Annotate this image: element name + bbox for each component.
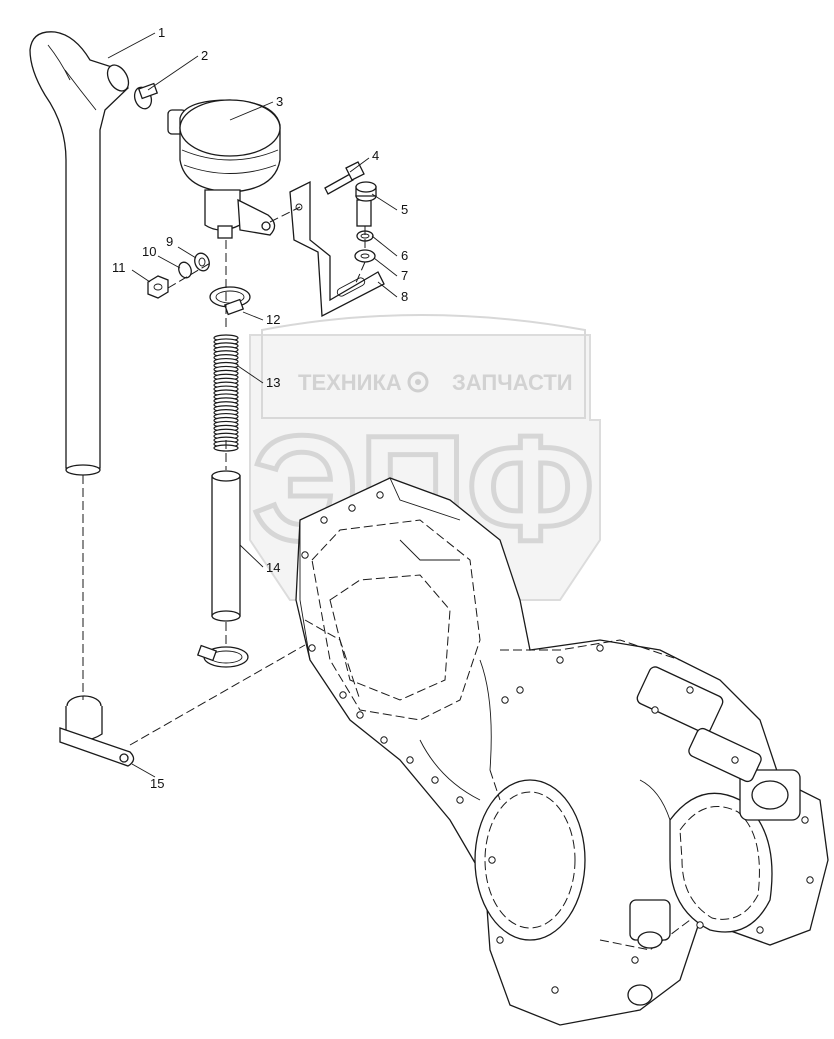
callout-10: 10 [142, 244, 156, 259]
part-13-spring [213, 334, 239, 452]
bolt-hole [551, 986, 559, 994]
watermark-text-left: ТЕХНИКА [298, 370, 402, 395]
part-7-flat-washer [354, 249, 376, 263]
part-11-nut [147, 275, 169, 299]
lower-hose-clamp [196, 644, 249, 668]
timing-gear-housing [295, 477, 829, 1026]
bolt-hole [456, 796, 464, 804]
bolt-hole [380, 736, 388, 744]
bolt-hole [431, 776, 439, 784]
gear-icon [407, 371, 429, 393]
bolt-hole [301, 551, 309, 559]
bolt-hole [496, 936, 504, 944]
bolt-hole [686, 686, 694, 694]
bolt-hole [406, 756, 414, 764]
callout-4: 4 [372, 148, 379, 163]
bolt-hole [501, 696, 509, 704]
bolt-hole [308, 644, 316, 652]
part-5-socket-screw [355, 181, 377, 227]
part-8-bracket [289, 180, 385, 318]
part-9-washer [194, 252, 210, 272]
callout-3: 3 [276, 94, 283, 109]
bolt-hole [356, 711, 364, 719]
bolt-hole [339, 691, 347, 699]
bolt-hole [556, 656, 564, 664]
bolt-hole [806, 876, 814, 884]
part-1-breather-pipe [29, 31, 130, 476]
bolt-hole [348, 504, 356, 512]
bolt-hole [596, 644, 604, 652]
callout-5: 5 [401, 202, 408, 217]
part-10-spring-washer [178, 261, 192, 279]
part-2-hose-clamp [133, 82, 159, 110]
bolt-hole [631, 956, 639, 964]
callout-12: 12 [266, 312, 280, 327]
callout-6: 6 [401, 248, 408, 263]
watermark-text-right: ЗАПЧАСТИ [452, 370, 573, 395]
assembly-lines [82, 206, 366, 746]
part-3-breather-filter [167, 99, 281, 239]
bolt-hole [488, 856, 496, 864]
callout-labels: 1 2 3 4 5 6 7 8 9 10 11 12 13 14 15 [112, 25, 408, 791]
bolt-hole [731, 756, 739, 764]
part-15-pipe-bracket [59, 695, 135, 767]
bolt-hole [320, 516, 328, 524]
bolt-hole [696, 921, 704, 929]
part-14-tube [211, 470, 241, 622]
callout-1: 1 [158, 25, 165, 40]
callout-13: 13 [266, 375, 280, 390]
leader-lines [107, 32, 398, 778]
bolt-hole [756, 926, 764, 934]
bolt-hole [516, 686, 524, 694]
callout-15: 15 [150, 776, 164, 791]
bolt-hole [376, 491, 384, 499]
callout-7: 7 [401, 268, 408, 283]
callout-8: 8 [401, 289, 408, 304]
callout-14: 14 [266, 560, 280, 575]
housing-bolt-holes [301, 491, 814, 994]
bolt-hole [801, 816, 809, 824]
callout-11: 11 [112, 260, 126, 275]
callout-2: 2 [201, 48, 208, 63]
part-4-bolt [324, 161, 365, 195]
part-12-hose-clamp [209, 286, 251, 316]
bolt-hole [651, 706, 659, 714]
callout-9: 9 [166, 234, 173, 249]
